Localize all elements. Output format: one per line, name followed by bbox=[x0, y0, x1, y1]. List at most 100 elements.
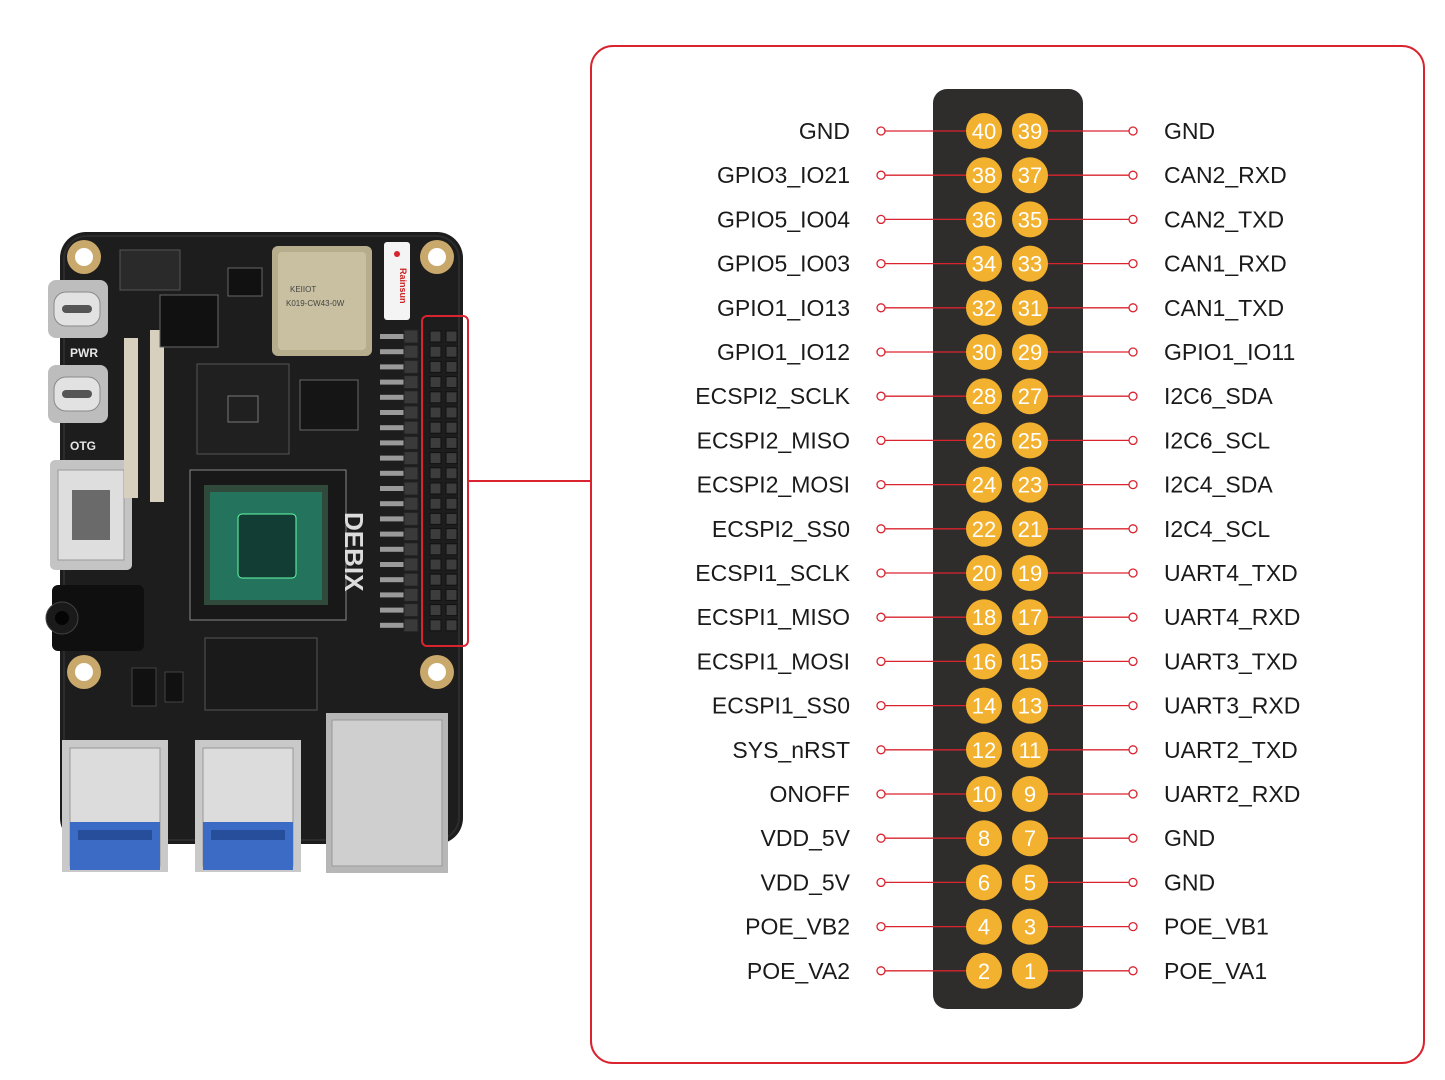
pin-circle bbox=[966, 289, 1002, 326]
header-pin bbox=[380, 501, 418, 507]
header-pin bbox=[380, 607, 418, 613]
leader-end-marker bbox=[1128, 435, 1138, 446]
pin-circle bbox=[1012, 510, 1048, 547]
pin-label-right: UART4_RXD bbox=[1164, 604, 1300, 630]
debix-logo: DEBIX bbox=[339, 512, 369, 592]
header-pin-housing bbox=[403, 375, 419, 390]
pin-label-left: GPIO3_IO21 bbox=[717, 162, 850, 188]
leader-end-marker bbox=[1128, 258, 1138, 269]
pin-number: 21 bbox=[1018, 517, 1042, 542]
pin-number: 34 bbox=[972, 252, 996, 277]
leader-end-marker bbox=[876, 347, 886, 357]
leader-end-marker bbox=[876, 656, 886, 667]
pin-circle bbox=[966, 908, 1002, 945]
header-pin bbox=[380, 455, 418, 461]
ethernet-port bbox=[326, 713, 448, 873]
pin-label-right: GND bbox=[1164, 825, 1215, 851]
pin-number: 15 bbox=[1018, 649, 1042, 674]
header-pin bbox=[445, 406, 458, 419]
board-illustration: PWR OTG KEIIOT K0 bbox=[45, 232, 469, 873]
pin-circle bbox=[1012, 378, 1048, 415]
pin-circle bbox=[1012, 113, 1048, 149]
header-pin bbox=[429, 391, 442, 404]
pin-number: 6 bbox=[978, 870, 990, 895]
leader-end-marker bbox=[876, 303, 886, 313]
pin-number: 13 bbox=[1018, 694, 1042, 719]
pin-label-right: GND bbox=[1164, 118, 1215, 144]
header-pin bbox=[445, 512, 458, 525]
pin-number: 11 bbox=[1019, 738, 1042, 763]
header-pin bbox=[445, 543, 458, 556]
pin-label-left: ECSPI2_MOSI bbox=[697, 472, 850, 498]
pin-label-left: VDD_5V bbox=[761, 869, 851, 895]
pin-label-right: UART3_TXD bbox=[1164, 648, 1298, 674]
pin-label-left: GND bbox=[799, 118, 850, 144]
pin-circle bbox=[966, 820, 1002, 857]
pin-number: 39 bbox=[1018, 119, 1042, 144]
leader-end-marker bbox=[1128, 303, 1138, 313]
usb-c-pwr-port bbox=[48, 280, 108, 338]
leader-end-marker bbox=[1128, 612, 1138, 622]
pin-number: 5 bbox=[1024, 870, 1036, 895]
ddr-chip bbox=[204, 637, 318, 711]
leader-end-marker bbox=[1128, 966, 1138, 976]
pin-number: 35 bbox=[1018, 207, 1042, 232]
header-pin-housing bbox=[403, 496, 419, 511]
header-pin bbox=[380, 546, 418, 552]
leader-end-marker bbox=[876, 745, 886, 755]
header-pin bbox=[429, 604, 442, 617]
pin-number: 32 bbox=[972, 296, 996, 321]
header-pin bbox=[429, 482, 442, 495]
mounting-hole-icon bbox=[420, 655, 454, 689]
pin-number: 37 bbox=[1018, 163, 1042, 188]
pin-label-right: I2C6_SCL bbox=[1164, 427, 1270, 453]
pin-label-left: GPIO5_IO04 bbox=[717, 206, 850, 232]
pin-circle bbox=[1012, 864, 1048, 901]
header-pin bbox=[429, 512, 442, 525]
pin-circle bbox=[966, 378, 1002, 415]
mounting-hole-icon bbox=[67, 240, 101, 274]
leader-end-marker bbox=[876, 921, 886, 932]
header-pin-housing bbox=[403, 527, 419, 542]
pin-label-left: ONOFF bbox=[770, 781, 851, 807]
pin-label-left: GPIO1_IO13 bbox=[717, 295, 850, 321]
pin-circle bbox=[1012, 599, 1048, 636]
pin-circle bbox=[966, 731, 1002, 768]
leader-end-marker bbox=[876, 524, 886, 534]
header-pin bbox=[380, 577, 418, 583]
pin-number: 31 bbox=[1018, 296, 1042, 321]
leader-end-marker bbox=[1128, 479, 1138, 490]
pin-circle bbox=[1012, 643, 1048, 680]
pin-number: 30 bbox=[972, 340, 996, 365]
pin-label-right: I2C6_SDA bbox=[1164, 383, 1273, 409]
pin-circle bbox=[966, 157, 1002, 194]
header-pin bbox=[380, 425, 418, 431]
pin-circle bbox=[1012, 201, 1048, 238]
pin-number: 3 bbox=[1024, 915, 1036, 940]
pin-circle bbox=[1012, 731, 1048, 768]
pin-label-left: VDD_5V bbox=[761, 825, 851, 851]
pin-circle bbox=[1012, 820, 1048, 857]
header-pin bbox=[445, 330, 458, 343]
leader-end-marker bbox=[876, 833, 886, 843]
header-pin bbox=[429, 436, 442, 449]
leader-end-marker bbox=[1128, 745, 1138, 755]
pin-number: 12 bbox=[972, 738, 996, 763]
leader-end-marker bbox=[876, 966, 886, 976]
pin-circle bbox=[966, 643, 1002, 680]
rainsun-sticker: Rainsun bbox=[384, 242, 410, 320]
header-pin bbox=[429, 543, 442, 556]
usb-c-otg-port bbox=[48, 365, 108, 423]
header-pin bbox=[380, 349, 418, 355]
header-pin bbox=[380, 562, 418, 567]
header-pin-housing bbox=[403, 587, 419, 602]
pin-label-right: UART3_RXD bbox=[1164, 693, 1300, 719]
